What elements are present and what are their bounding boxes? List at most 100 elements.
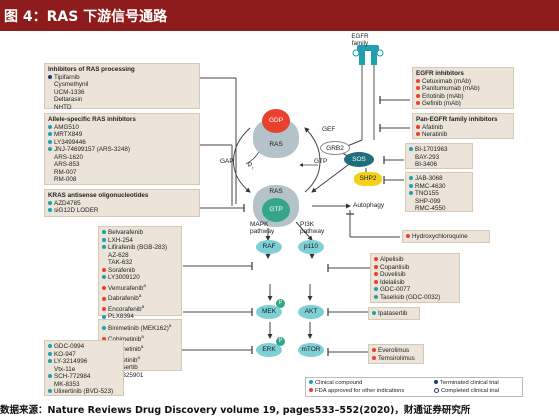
drug-item: AZD4785 xyxy=(48,200,196,208)
status-dot xyxy=(409,162,413,166)
status-dot xyxy=(48,132,52,137)
drug-item: Deltarasin xyxy=(48,96,196,104)
drug-item: Alpelisib xyxy=(374,256,456,264)
drug-item: Dabrafeniba xyxy=(102,292,178,303)
drug-item: Vtx-11e xyxy=(48,366,120,374)
mapk-pathway-label: MAPK pathway xyxy=(250,221,274,235)
drug-name: RM-008 xyxy=(54,176,77,183)
status-dot xyxy=(409,206,413,210)
drug-name: Idelalisib xyxy=(380,278,405,286)
drug-name: RMC-4550 xyxy=(415,205,446,212)
status-dot xyxy=(48,162,52,166)
drug-name: Erlotinib (mAb) xyxy=(422,92,464,100)
drug-name: Duvelisib xyxy=(380,271,406,278)
drug-name: Lifirafenib (BGB-283) xyxy=(108,244,168,251)
drug-name: BI-1701963 xyxy=(415,146,448,153)
drug-item: Belvarafenib xyxy=(102,229,178,237)
drug-footnote-mark: a xyxy=(168,323,172,328)
status-dot xyxy=(48,389,52,394)
drug-item: GDC-0994 xyxy=(48,343,120,351)
drug-item: LY3499446 xyxy=(48,139,196,147)
ras-processing-title: Inhibitors of RAS processing xyxy=(48,66,135,73)
status-dot xyxy=(374,279,378,284)
drug-name: AZ-628 xyxy=(108,251,129,259)
drug-item: GDC-0077 xyxy=(374,286,456,294)
drug-item: Gefinib (mAb) xyxy=(416,100,510,108)
drug-item: RM-008 xyxy=(48,176,196,184)
drug-name: Selumetinib xyxy=(108,346,141,354)
drug-item: siG12D LODER xyxy=(48,207,196,215)
status-dot xyxy=(48,105,52,109)
autophagy-label: Autophagy xyxy=(353,202,385,209)
legend-completed: Completed clinical trial xyxy=(434,388,499,394)
status-dot xyxy=(416,86,420,91)
legend-clinical: Clinical compound xyxy=(309,380,362,386)
drug-item: Cysmethynil xyxy=(48,81,196,89)
drug-item: Ipatasertib xyxy=(372,310,416,318)
status-dot xyxy=(48,82,52,86)
egfr-inhibitors-box: EGFR inhibitors Cetuximab (mAb)Panitumum… xyxy=(412,67,514,109)
allele-specific-title: Allele-specific RAS inhibitors xyxy=(48,116,136,123)
drug-item: LXH-254 xyxy=(102,237,178,245)
drug-item: Encorafeniba xyxy=(102,303,178,314)
status-dot xyxy=(48,200,52,205)
ras-gdp-label: RAS xyxy=(269,141,283,148)
mtor-node: mTOR xyxy=(298,343,324,357)
antisense-title: KRAS antisense oligonucleotides xyxy=(48,192,149,199)
drug-name: ARS-853 xyxy=(54,161,80,168)
raf-node: RAF xyxy=(256,240,282,254)
status-dot xyxy=(416,132,420,137)
status-dot xyxy=(409,147,413,152)
legend-fda-text: FDA approved for other indications xyxy=(315,388,405,394)
drug-name: Alpelisib xyxy=(380,256,404,263)
status-dot xyxy=(416,124,420,129)
drug-name: ARS-1620 xyxy=(54,153,84,161)
drug-item: Duvelisib xyxy=(374,271,456,279)
drug-name: Taselisib (GDC-0032) xyxy=(380,293,441,301)
status-dot xyxy=(102,326,106,331)
drug-item: Idelalisib xyxy=(374,279,456,287)
status-dot xyxy=(409,176,413,181)
drug-item: RM-007 xyxy=(48,169,196,177)
drug-item: Sorafenib xyxy=(102,267,178,275)
status-dot xyxy=(48,382,52,386)
status-dot xyxy=(102,314,106,319)
grb2-node: GRB2 xyxy=(320,141,350,155)
status-dot xyxy=(48,170,52,174)
pan-egfr-title: Pan-EGFR family inhibitors xyxy=(416,116,498,123)
drug-footnote-mark: a xyxy=(141,333,144,339)
drug-name: TNO155 xyxy=(415,190,439,197)
status-dot xyxy=(416,101,420,106)
gtp-badge: GTP xyxy=(262,198,290,222)
drug-item: Temsirolimus xyxy=(372,355,420,363)
legend-fda: FDA approved for other indications xyxy=(309,388,404,394)
pi3k-label-2: pathway xyxy=(300,228,325,235)
drug-name: MRTX849 xyxy=(54,131,83,138)
gdp-badge: GDP xyxy=(262,109,290,133)
drug-name: Belvarafenib xyxy=(108,229,144,236)
drug-name: Encorafenib xyxy=(108,305,142,313)
drug-name: Afatinib xyxy=(422,123,444,131)
status-dot xyxy=(372,311,376,316)
drug-name: Vemurafenib xyxy=(108,284,144,292)
status-dot xyxy=(48,344,52,349)
status-dot xyxy=(48,147,52,152)
pi-label-sub: i xyxy=(252,165,254,171)
sos-node: SOS xyxy=(344,152,374,167)
status-dot xyxy=(406,234,410,239)
figure-header: 图 4：RAS 下游信号通路 xyxy=(0,0,559,31)
drug-name: JAB-3068 xyxy=(415,175,443,182)
drug-name: Copanlisib xyxy=(380,263,410,271)
drug-item: Lifirafenib (BGB-283) xyxy=(102,244,178,252)
drug-item: PLX8394 xyxy=(102,313,178,321)
p110-node: p110 xyxy=(298,240,324,254)
